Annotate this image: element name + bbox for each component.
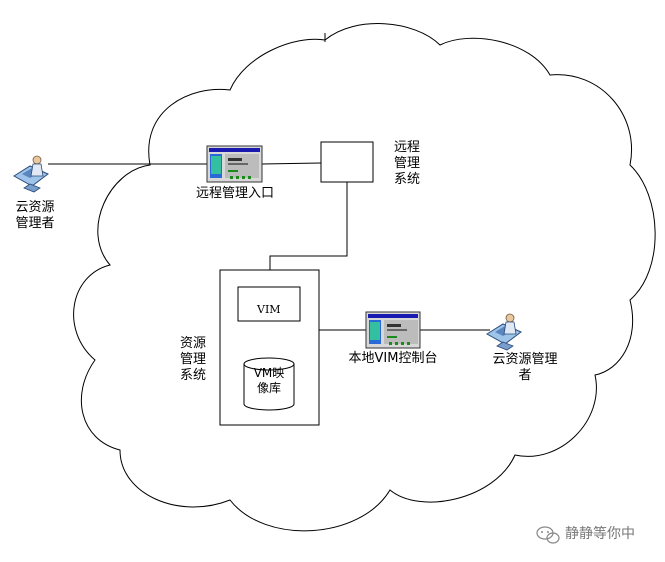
left-admin-label: 云资源管理者 (15, 200, 55, 231)
vm-image-label: VM映像库 (253, 366, 285, 395)
wechat-icon (536, 526, 560, 544)
left-admin-person-icon (13, 155, 49, 193)
line-remote-to-resource (269, 182, 348, 270)
remote-system-box (320, 141, 374, 183)
right-admin-person-icon (486, 313, 522, 351)
local-console-label: 本地VIM控制台 (348, 351, 438, 366)
remote-entry-monitor-icon (206, 145, 263, 183)
local-console-monitor-icon (365, 311, 421, 349)
right-admin-label: 云资源管理者 (492, 352, 558, 383)
vim-box (237, 286, 301, 322)
cloud-shape (73, 23, 656, 532)
resource-system-label: 资源管理系统 (180, 336, 207, 383)
vm-image-cylinder (243, 357, 295, 411)
remote-system-label: 远程管理系统 (394, 140, 421, 187)
remote-entry-label: 远程管理入口 (195, 186, 274, 201)
line-entry-to-remote (261, 162, 322, 165)
vim-label: VIM (257, 303, 281, 316)
watermark-text: 静静等你中 (565, 526, 635, 542)
